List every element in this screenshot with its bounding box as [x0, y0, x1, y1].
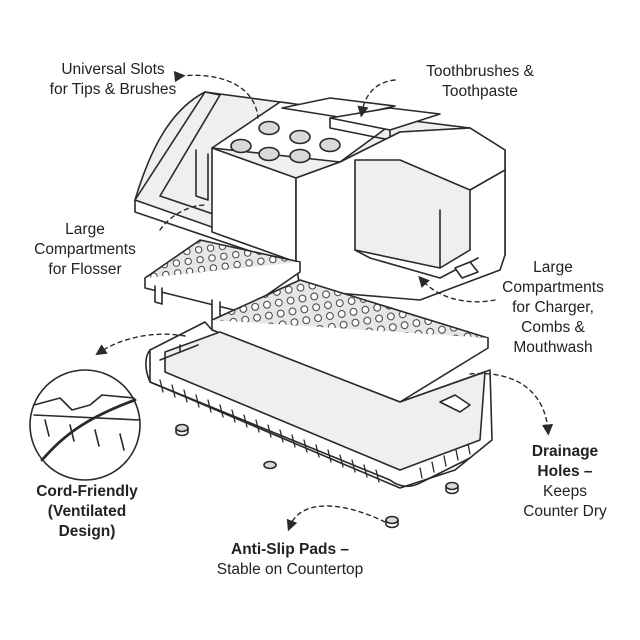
label-toothbrushes: Toothbrushes & Toothpaste [400, 62, 560, 102]
charger-line-2: Compartments [502, 279, 604, 296]
anti-slip-pads [175, 423, 459, 529]
base-tray [145, 321, 493, 489]
drainage-line-4: Counter Dry [523, 503, 607, 520]
toothbrushes-line-2: Toothpaste [442, 83, 518, 100]
flosser-line-3: for Flosser [48, 261, 122, 278]
charger-line-5: Mouthwash [513, 339, 593, 356]
label-flosser: Large Compartments for Flosser [10, 220, 160, 280]
charger-line-3: for Charger, [512, 299, 594, 316]
drainage-line-1: Drainage [531, 443, 599, 460]
antislip-line-2: Stable on Countertop [216, 561, 364, 578]
cord-line-2: (Ventilated [47, 503, 127, 520]
flosser-line-1: Large [65, 221, 105, 238]
drainage-line-2: Holes – [537, 463, 593, 480]
universal-slots-line-1: Universal Slots [61, 61, 165, 78]
antislip-line-1: Anti-Slip Pads – [231, 541, 349, 558]
label-universal-slots: Universal Slots for Tips & Brushes [18, 60, 208, 100]
label-cord-friendly: Cord-Friendly (Ventilated Design) [12, 482, 162, 542]
cord-detail-circle [29, 369, 141, 481]
cord-line-3: Design) [58, 523, 116, 540]
label-anti-slip: Anti-Slip Pads – Stable on Countertop [190, 540, 390, 580]
label-drainage: Drainage Holes – Keeps Counter Dry [500, 442, 630, 522]
small-drain-mat [144, 239, 301, 323]
universal-slots-line-2: for Tips & Brushes [49, 81, 177, 98]
toothbrushes-line-1: Toothbrushes & [426, 63, 534, 80]
organizer-upper-body [134, 91, 506, 301]
cord-line-1: Cord-Friendly [36, 483, 138, 500]
large-drain-mat [211, 279, 489, 403]
charger-line-1: Large [533, 259, 573, 276]
label-charger: Large Compartments for Charger, Combs & … [488, 258, 618, 358]
drainage-line-3: Keeps [543, 483, 587, 500]
charger-line-4: Combs & [521, 319, 585, 336]
flosser-line-2: Compartments [34, 241, 136, 258]
callout-arrows [95, 70, 554, 532]
